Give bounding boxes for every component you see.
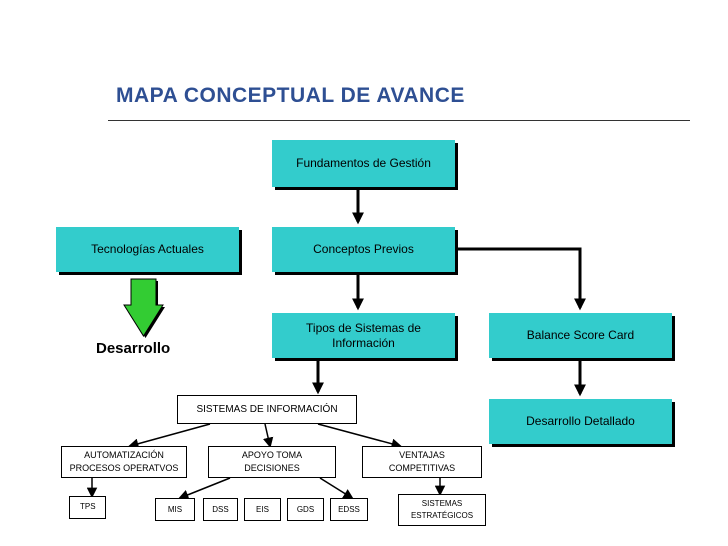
box-gds: GDS — [287, 498, 324, 521]
arrow-conceptos-balance — [455, 247, 586, 311]
box-fundamentos-gestion: Fundamentos de Gestión — [272, 140, 455, 187]
box-apoyo-toma-decisiones: APOYO TOMA DECISIONES — [208, 446, 336, 478]
box-dss: DSS — [203, 498, 238, 521]
box-mis: MIS — [155, 498, 195, 521]
page-title: MAPA CONCEPTUAL DE AVANCE — [116, 84, 465, 107]
desarrollo-label: Desarrollo — [96, 340, 171, 357]
box-sistemas-informacion: SISTEMAS DE INFORMACIÓN — [177, 395, 357, 424]
box-tipos-sistemas: Tipos de Sistemas de Información — [272, 313, 455, 358]
box-automatizacion: AUTOMATIZACIÓN PROCESOS OPERATVOS — [61, 446, 187, 478]
arrow-sistemas-automatizacion — [127, 423, 211, 449]
box-eis: EIS — [244, 498, 281, 521]
arrow-sistemas-ventajas — [317, 423, 403, 449]
box-tps: TPS — [69, 496, 106, 519]
box-ventajas-competitivas: VENTAJAS COMPETITIVAS — [362, 446, 482, 478]
box-balance-score-card: Balance Score Card — [489, 313, 672, 358]
arrow-apoyo-edss — [319, 477, 354, 500]
box-tecnologias-actuales: Tecnologías Actuales — [56, 227, 239, 272]
arrow-apoyo-mis — [178, 477, 231, 500]
title-divider — [108, 120, 690, 121]
box-conceptos-previos: Conceptos Previos — [272, 227, 455, 272]
box-sistemas-estrategicos: SISTEMAS ESTRATÉGICOS — [398, 494, 486, 526]
box-edss: EDSS — [330, 498, 368, 521]
desarrollo-block-arrow — [123, 278, 165, 338]
box-desarrollo-detallado: Desarrollo Detallado — [489, 399, 672, 444]
arrow-sistemas-apoyo — [263, 423, 274, 449]
